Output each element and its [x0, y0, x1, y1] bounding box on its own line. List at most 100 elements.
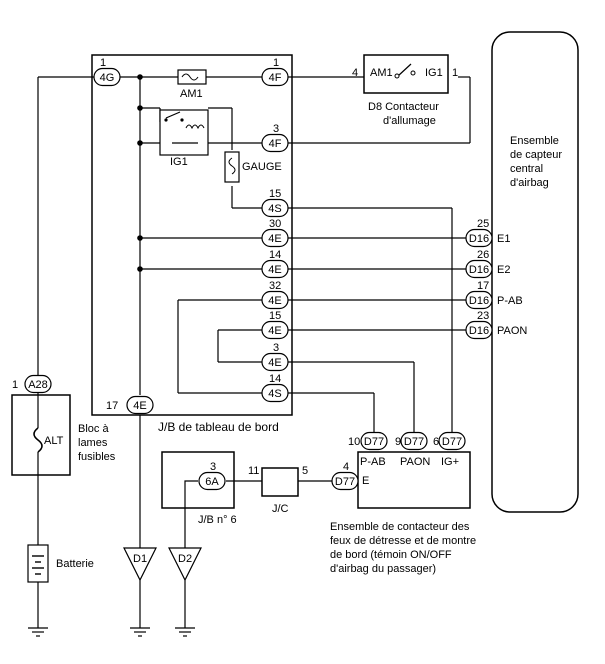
connector-pin-number: 15	[269, 188, 281, 200]
battery-label: Batterie	[56, 558, 94, 570]
ignition-switch: AM1 IG1 4 1 D8 Contacteur d'allumage	[352, 63, 458, 127]
connector-code: 4S	[268, 388, 281, 400]
alt-fusible-link: ALT Bloc à lames fusibles	[33, 420, 116, 463]
ignition-switch-box	[363, 54, 449, 94]
jc-pin-11: 11	[248, 465, 259, 477]
gauge-fuse: GAUGE	[224, 151, 282, 183]
connector-pin-number: 1	[100, 57, 106, 69]
connector-code: 4F	[269, 138, 282, 150]
svg-text:IG1: IG1	[425, 67, 443, 79]
svg-text:E: E	[362, 475, 369, 487]
connector-pin-number: 3	[273, 342, 279, 354]
connector-code: 4G	[100, 72, 115, 84]
connector-pin-number: 25	[477, 218, 489, 230]
connector-4e-pin-17: 4E 17	[106, 395, 154, 415]
connector-4e-pin-3: 4E3	[261, 342, 289, 372]
ig1-relay: IG1	[159, 109, 209, 168]
connector-code: D77	[442, 436, 462, 448]
svg-text:d'allumage: d'allumage	[383, 115, 436, 127]
ground-point-d2: D2	[168, 547, 202, 582]
connector-pin-number: 14	[269, 373, 281, 385]
connector-4f-pin-1: 4F1	[261, 57, 289, 87]
connector-code: D16	[469, 295, 489, 307]
connector-code: 4S	[268, 203, 281, 215]
svg-text:D2: D2	[178, 553, 192, 565]
connector-signal-label: P-AB	[497, 295, 523, 307]
ground-point-d1: D1	[123, 547, 157, 582]
connector-4f-pin-3: 4F3	[261, 123, 289, 153]
jc-box	[261, 467, 299, 497]
connector-a28-pin-1: A28 1	[12, 374, 52, 394]
svg-text:Ensemble de contacteur des: Ensemble de contacteur des	[330, 521, 470, 533]
svg-text:ALT: ALT	[44, 435, 64, 447]
connector-code: 4E	[268, 264, 281, 276]
svg-text:P-AB: P-AB	[360, 456, 386, 468]
connector-layer: 4G14F14F34S154E304E144E324E154E34S144E17…	[12, 57, 527, 491]
connector-code: D16	[469, 264, 489, 276]
fuse-block-box	[11, 394, 71, 476]
hazard-switch-label: Ensemble de contacteur des feux de détre…	[330, 521, 476, 575]
connector-code: 4E	[268, 233, 281, 245]
junction-dots	[137, 74, 143, 272]
svg-text:lames: lames	[78, 437, 108, 449]
ground-icon	[28, 627, 48, 637]
connector-pin-number: 3	[273, 123, 279, 135]
connector-4g-pin-1: 4G1	[93, 57, 121, 87]
ground-icon	[175, 627, 195, 637]
svg-text:AM1: AM1	[180, 88, 203, 100]
svg-text:feux de détresse et de montre: feux de détresse et de montre	[330, 535, 476, 547]
svg-text:AM1: AM1	[370, 67, 393, 79]
connector-pin-number: 1	[12, 379, 18, 391]
svg-text:d'airbag du passager): d'airbag du passager)	[330, 563, 436, 575]
connector-signal-label: PAON	[497, 325, 527, 337]
svg-text:de capteur: de capteur	[510, 149, 562, 161]
airbag-sensor-label: Ensemble de capteur central d'airbag	[510, 135, 562, 189]
connector-code: 6A	[205, 476, 219, 488]
connector-pin-number: 3	[210, 461, 216, 473]
connector-code: 4E	[268, 357, 281, 369]
fuse-block-label: Bloc à	[78, 423, 109, 435]
connector-code: D16	[469, 233, 489, 245]
connector-pin-number: 4	[343, 461, 349, 473]
svg-text:d'airbag: d'airbag	[510, 177, 549, 189]
connector-pin-number: 17	[106, 400, 118, 412]
connector-6a-pin-3: 6A3	[198, 461, 226, 491]
svg-text:fusibles: fusibles	[78, 451, 116, 463]
connector-code: D16	[469, 325, 489, 337]
svg-text:4: 4	[352, 67, 358, 79]
svg-text:1: 1	[452, 67, 458, 79]
connector-pin-number: 23	[477, 310, 489, 322]
connector-code: D77	[335, 476, 355, 488]
jb6-label: J/B n° 6	[198, 514, 237, 526]
connector-d16-pin-17: D16 17P-AB	[465, 280, 523, 310]
battery-icon	[27, 544, 49, 583]
connector-code: A28	[28, 379, 48, 391]
connector-pin-number: 17	[477, 280, 489, 292]
svg-text:Ensemble: Ensemble	[510, 135, 559, 147]
jc-label: J/C	[272, 503, 289, 515]
am1-fuse: AM1	[177, 69, 207, 100]
svg-text:de bord (témoin ON/OFF: de bord (témoin ON/OFF	[330, 549, 452, 561]
connector-code: 4E	[268, 325, 281, 337]
connector-code: 4E	[133, 400, 146, 412]
connector-pin-number: 14	[269, 249, 281, 261]
wires	[37, 76, 471, 628]
connector-signal-label: E2	[497, 264, 510, 276]
connector-pin-number: 26	[477, 249, 489, 261]
connector-pin-number: 1	[273, 57, 279, 69]
connector-pin-number: 30	[269, 218, 281, 230]
jb6-box	[161, 451, 235, 509]
